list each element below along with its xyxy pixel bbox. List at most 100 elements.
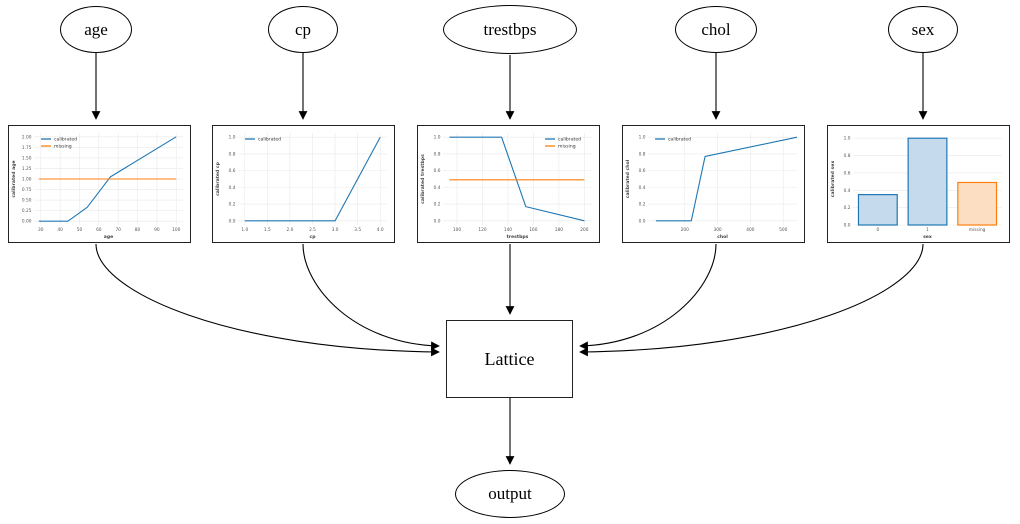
svg-text:100: 100 — [172, 227, 180, 233]
svg-text:calibrated sex: calibrated sex — [830, 161, 836, 198]
lattice-node-label: Lattice — [484, 348, 535, 369]
calibrator-chart-trestbps-plot: 0.0 0.2 0.4 0.6 0.8 1.0 100 120 140 160 180 200 tres… — [420, 133, 592, 240]
calibrator-chart-age-plot: 0.00 0.25 0.50 0.75 1.00 1.25 1.50 1.75 2.00 30 40… — [11, 133, 183, 240]
svg-text:missing: missing — [558, 144, 576, 150]
svg-text:100: 100 — [453, 227, 461, 233]
input-node-age-label: age — [84, 19, 108, 39]
svg-text:1.0: 1.0 — [229, 135, 236, 141]
svg-text:0.8: 0.8 — [639, 151, 646, 157]
svg-text:calibrated chol: calibrated chol — [625, 159, 631, 198]
svg-text:0.8: 0.8 — [844, 153, 851, 159]
calibrator-chart-chol: 0.0 0.2 0.4 0.6 0.8 1.0 200 300 400 500 chol calibr… — [622, 125, 805, 243]
svg-text:140: 140 — [504, 227, 512, 233]
svg-text:1.00: 1.00 — [22, 177, 32, 183]
svg-text:0.4: 0.4 — [434, 185, 441, 191]
svg-text:1.25: 1.25 — [22, 166, 32, 172]
svg-text:1: 1 — [926, 227, 929, 233]
svg-text:50: 50 — [77, 227, 83, 233]
svg-text:0.2: 0.2 — [639, 202, 646, 208]
svg-text:0.25: 0.25 — [22, 208, 32, 214]
input-node-age: age — [60, 6, 132, 53]
svg-text:0.0: 0.0 — [639, 218, 646, 224]
svg-text:0.8: 0.8 — [434, 151, 441, 157]
svg-text:400: 400 — [746, 227, 754, 233]
input-node-cp-label: cp — [294, 19, 312, 39]
svg-text:1.0: 1.0 — [241, 227, 248, 233]
input-node-sex: sex — [888, 6, 958, 53]
svg-text:0.2: 0.2 — [844, 205, 851, 211]
svg-text:0.00: 0.00 — [22, 219, 32, 225]
svg-text:calibrated age: calibrated age — [11, 160, 17, 197]
calibrator-chart-age: 0.00 0.25 0.50 0.75 1.00 1.25 1.50 1.75 2.00 30 40… — [8, 125, 191, 243]
svg-text:chol: chol — [717, 234, 728, 240]
svg-text:0.2: 0.2 — [434, 202, 441, 208]
svg-text:1.5: 1.5 — [264, 227, 271, 233]
edge-cp-calibrator-to-lattice — [302, 243, 440, 351]
output-node: output — [455, 470, 565, 518]
input-node-sex-label: sex — [911, 19, 935, 39]
svg-text:90: 90 — [154, 227, 160, 233]
svg-text:0.6: 0.6 — [229, 168, 236, 174]
svg-text:60: 60 — [96, 227, 102, 233]
svg-text:0.6: 0.6 — [639, 168, 646, 174]
svg-text:80: 80 — [135, 227, 141, 233]
svg-text:300: 300 — [713, 227, 721, 233]
svg-text:calibrated trestbps: calibrated trestbps — [420, 154, 426, 204]
svg-text:1.0: 1.0 — [844, 136, 851, 142]
svg-text:180: 180 — [555, 227, 563, 233]
svg-text:0.2: 0.2 — [229, 202, 236, 208]
svg-text:calibrated: calibrated — [668, 137, 691, 143]
input-node-cp: cp — [268, 6, 338, 53]
svg-text:calibrated: calibrated — [258, 137, 281, 143]
svg-text:1.50: 1.50 — [22, 155, 32, 161]
svg-text:160: 160 — [529, 227, 537, 233]
svg-text:0.6: 0.6 — [434, 168, 441, 174]
svg-text:3.0: 3.0 — [332, 227, 339, 233]
svg-text:0.6: 0.6 — [844, 170, 851, 176]
svg-text:2.5: 2.5 — [309, 227, 316, 233]
input-node-trestbps-label: trestbps — [483, 19, 537, 39]
svg-text:cp: cp — [309, 235, 316, 240]
svg-text:200: 200 — [681, 227, 689, 233]
svg-text:1.0: 1.0 — [434, 135, 441, 141]
svg-text:2.0: 2.0 — [287, 227, 294, 233]
svg-text:2.00: 2.00 — [22, 134, 32, 140]
svg-text:trestbps: trestbps — [507, 234, 529, 240]
svg-text:calibrated: calibrated — [54, 137, 77, 143]
input-node-trestbps: trestbps — [443, 5, 577, 54]
svg-text:0.50: 0.50 — [22, 198, 32, 204]
svg-text:1.0: 1.0 — [639, 135, 646, 141]
edge-sex-calibrator-to-lattice — [579, 243, 924, 357]
svg-text:0.0: 0.0 — [229, 218, 236, 224]
svg-text:0.4: 0.4 — [844, 188, 851, 194]
svg-text:0.4: 0.4 — [639, 185, 646, 191]
svg-text:missing: missing — [54, 144, 72, 150]
svg-text:0.8: 0.8 — [229, 151, 236, 157]
svg-text:0.4: 0.4 — [229, 185, 236, 191]
svg-text:500: 500 — [779, 227, 787, 233]
svg-text:0.75: 0.75 — [22, 187, 32, 193]
edge-chol-calibrator-to-lattice — [579, 243, 717, 351]
output-node-label: output — [488, 484, 532, 503]
svg-text:age: age — [104, 235, 114, 240]
svg-text:1.75: 1.75 — [22, 145, 32, 151]
input-node-chol: chol — [675, 6, 757, 53]
svg-text:missing: missing — [969, 227, 986, 233]
svg-text:calibrated cp: calibrated cp — [215, 161, 221, 196]
svg-text:calibrated: calibrated — [558, 137, 581, 143]
input-node-chol-label: chol — [701, 19, 731, 39]
lattice-node: Lattice — [446, 320, 573, 398]
svg-text:40: 40 — [57, 227, 63, 233]
svg-text:120: 120 — [478, 227, 486, 233]
svg-text:30: 30 — [38, 227, 44, 233]
svg-text:0.0: 0.0 — [844, 223, 851, 229]
svg-text:0: 0 — [876, 227, 879, 233]
svg-text:200: 200 — [580, 227, 588, 233]
calibrator-chart-trestbps: 0.0 0.2 0.4 0.6 0.8 1.0 100 120 140 160 180 200 tres… — [417, 125, 600, 243]
svg-text:0.0: 0.0 — [434, 218, 441, 224]
